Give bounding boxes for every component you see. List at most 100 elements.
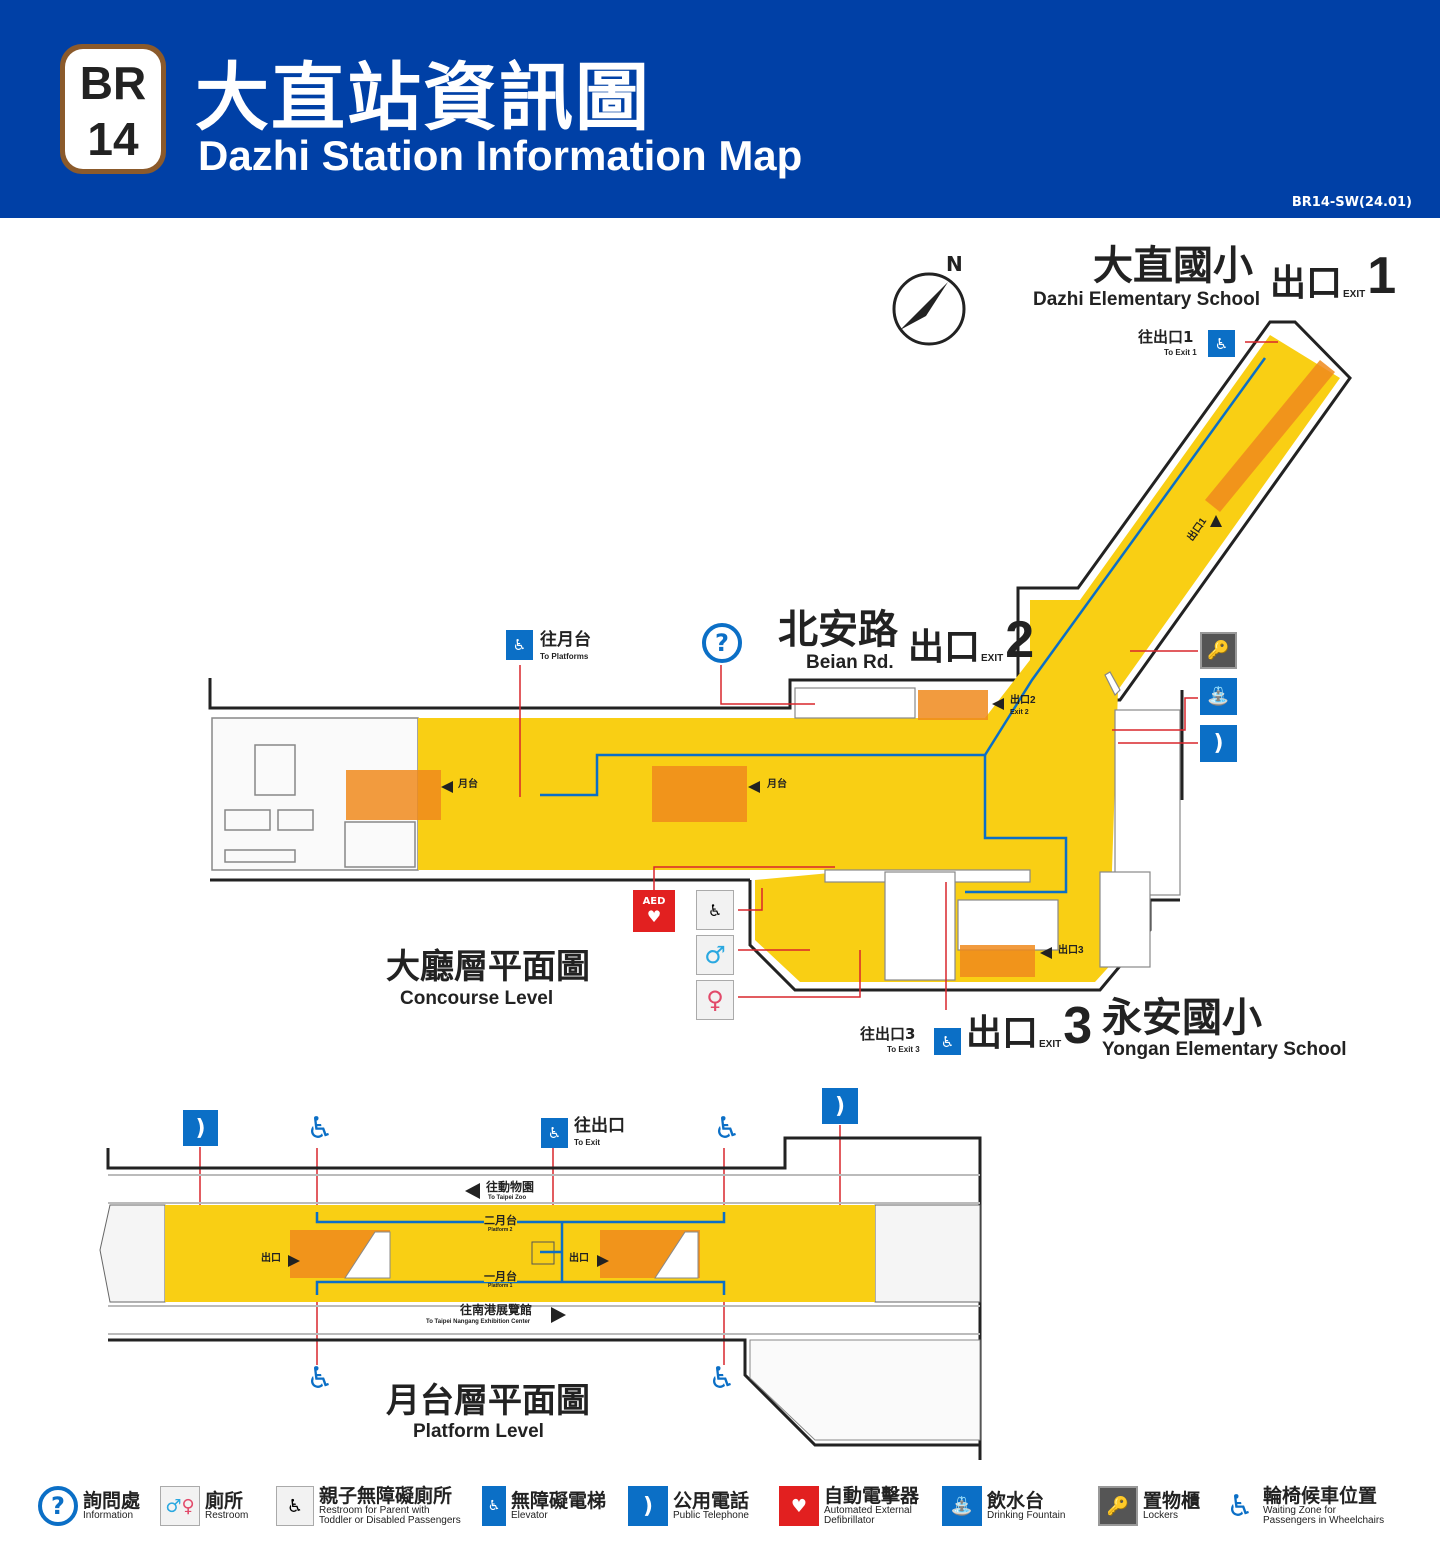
information-icon: ? — [38, 1486, 78, 1526]
legend-label-en: Defibrillator — [824, 1515, 875, 1526]
legend-label-en: Public Telephone — [673, 1510, 749, 1521]
exit2-exit-word: EXIT — [981, 653, 1004, 664]
platform-label-right: 月台 — [767, 779, 787, 790]
telephone-icon: ) — [822, 1088, 858, 1124]
exit2-number: 2 — [1005, 611, 1035, 669]
female-restroom-icon: ♀ — [696, 980, 734, 1020]
exit3-chinese: 出口 — [966, 1013, 1039, 1054]
exit-label-right: 出口 — [569, 1253, 589, 1264]
exit2-sign: 出口 EXIT 2 — [908, 614, 1034, 666]
accessible-routes — [540, 357, 1267, 894]
exit2-name-en: Beian Rd. — [806, 652, 894, 673]
platform-routes — [315, 1212, 726, 1295]
to-exit-zh: 往出口 — [574, 1116, 625, 1136]
legend-label-zh: 親子無障礙廁所 — [319, 1485, 453, 1507]
legend-label-en: Information — [83, 1510, 134, 1521]
legend-label-zh: 廁所 — [205, 1490, 244, 1512]
wheelchair-icon: ♿ — [306, 1110, 334, 1146]
legend-label-zh: 自動電擊器 — [824, 1485, 920, 1507]
exit1-chinese: 出口 — [1270, 263, 1343, 304]
legend-label-zh: 輪椅候車位置 — [1263, 1485, 1378, 1507]
legend-label-en: Toddler or Disabled Passengers — [319, 1515, 461, 1526]
to-zoo-zh: 往動物園 — [486, 1180, 535, 1194]
to-exit1-zh: 往出口1 — [1138, 328, 1194, 346]
direction-arrows — [441, 515, 1222, 959]
header-banner — [0, 0, 1440, 218]
legend-label-zh: 公用電話 — [673, 1490, 750, 1512]
concourse-title-en: Concourse Level — [400, 988, 554, 1009]
wheelchair-icon: ♿ — [708, 1360, 736, 1396]
aed-icon: ♥ — [779, 1486, 819, 1526]
to-zoo-en: To Taipei Zoo — [488, 1195, 527, 1201]
wheelchair-icon: ♿ — [713, 1110, 741, 1146]
to-exit3-en: To Exit 3 — [887, 1045, 920, 1054]
exit2-corridor-label: 出口2 — [1010, 695, 1036, 706]
tracks — [108, 1174, 980, 1335]
to-nangang-en: To Taipei Nangang Exhibition Center — [426, 1319, 531, 1325]
exit1-name-zh: 大直國小 — [1093, 243, 1253, 289]
title-chinese: 大直站資訊圖 — [195, 55, 651, 141]
to-nangang-zh: 往南港展覽館 — [460, 1303, 533, 1317]
platform-escalators — [290, 1230, 700, 1279]
to-exit1-en: To Exit 1 — [1164, 348, 1197, 357]
exit-label-left: 出口 — [261, 1253, 281, 1264]
locker-icon: 🔑 — [1098, 1486, 1138, 1526]
exit1-exit-word: EXIT — [1343, 289, 1366, 300]
line-code: BR — [79, 57, 147, 109]
legend-label-zh: 飲水台 — [987, 1490, 1045, 1512]
telephone-icon: ) — [183, 1110, 218, 1146]
left-platform-end — [99, 1204, 166, 1303]
platform-service-rooms — [749, 1339, 981, 1441]
drinking-fountain-icon: ⛲ — [942, 1486, 982, 1526]
station-number: 14 — [87, 113, 139, 165]
exit3-name-en: Yongan Elementary School — [1102, 1039, 1347, 1060]
legend-label-en: Passengers in Wheelchairs — [1263, 1515, 1385, 1526]
platform-title-zh: 月台層平面圖 — [386, 1381, 590, 1421]
elevator-icon: ♿ — [541, 1118, 568, 1148]
locker-icon: 🔑 — [1200, 632, 1237, 669]
exit3-number: 3 — [1063, 997, 1093, 1055]
exit1-number: 1 — [1367, 247, 1397, 305]
concourse-floor — [418, 335, 1340, 982]
aed-label: AED — [642, 896, 666, 907]
to-platforms-zh: 往月台 — [540, 630, 591, 650]
elevator-icon: ♿ — [934, 1028, 961, 1055]
to-exit-en: To Exit — [574, 1138, 601, 1147]
title-english: Dazhi Station Information Map — [198, 132, 803, 179]
to-platforms-en: To Platforms — [540, 652, 589, 661]
compass-north-label: N — [946, 252, 963, 276]
legend-label-en: Elevator — [511, 1510, 548, 1521]
concourse-structures — [794, 671, 1181, 981]
telephone-icon: ) — [1200, 725, 1237, 762]
platform1-en: Platform 1 — [488, 1283, 513, 1289]
exit2-name-zh: 北安路 — [778, 607, 898, 653]
family-accessible-restroom-icon: ♿ — [276, 1486, 314, 1526]
to-exit3-zh: 往出口3 — [860, 1025, 916, 1043]
exit1-name-en: Dazhi Elementary School — [1032, 289, 1260, 310]
aed-icon: AED♥ — [633, 890, 675, 932]
platform-walls — [106, 1136, 982, 1460]
telephone-icon: ) — [628, 1486, 668, 1526]
right-platform-end — [874, 1204, 981, 1303]
exit3-exit-word: EXIT — [1039, 1039, 1062, 1050]
platform-label-left: 月台 — [458, 779, 478, 790]
concourse-title-zh: 大廳層平面圖 — [386, 947, 590, 987]
legend-label-zh: 置物櫃 — [1143, 1490, 1201, 1512]
legend-label-en: Drinking Fountain — [987, 1510, 1066, 1521]
escalators — [346, 360, 1335, 977]
platform1-zh: 一月台 — [484, 1270, 517, 1283]
restroom-icon: ♂♀ — [160, 1486, 200, 1526]
elevator-icon: ♿ — [506, 630, 533, 660]
exit3-corridor-label: 出口3 — [1058, 945, 1084, 956]
exit3-name-zh: 永安國小 — [1102, 995, 1262, 1041]
